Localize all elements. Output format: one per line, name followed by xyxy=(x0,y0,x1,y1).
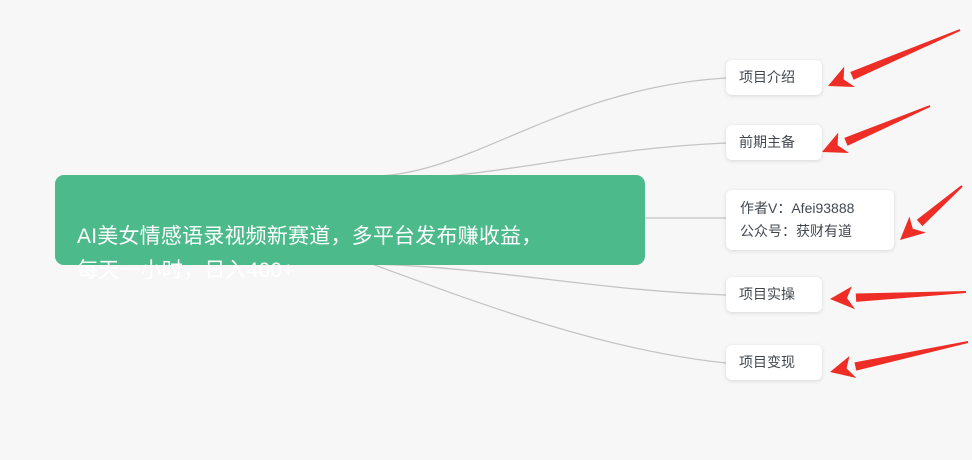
root-node-text: AI美女情感语录视频新赛道，多平台发布赚收益， 每天一小时，日入400+ xyxy=(77,225,543,282)
branch-node-label-official-account: 公众号：获财有道 xyxy=(740,223,852,239)
connector-4 xyxy=(371,263,727,364)
branch-node-label: 前期主备 xyxy=(739,134,795,150)
branch-node-project-intro[interactable]: 项目介绍 xyxy=(726,60,822,95)
branch-node-label: 项目变现 xyxy=(739,354,795,370)
connector-3 xyxy=(371,263,727,296)
branch-node-project-monetize[interactable]: 项目变现 xyxy=(726,345,822,380)
connector-0 xyxy=(371,77,727,177)
branch-node-label: 项目实操 xyxy=(739,286,795,302)
branch-node-author-contact[interactable]: 作者V：Afei93888 公众号：获财有道 xyxy=(726,190,894,250)
branch-node-preparation[interactable]: 前期主备 xyxy=(726,125,822,160)
branch-node-label: 项目介绍 xyxy=(739,69,795,85)
connector-1 xyxy=(371,142,727,179)
branch-node-label-author: 作者V：Afei93888 xyxy=(740,200,855,216)
branch-node-project-practice[interactable]: 项目实操 xyxy=(726,277,822,312)
root-node[interactable]: AI美女情感语录视频新赛道，多平台发布赚收益， 每天一小时，日入400+ xyxy=(55,175,645,282)
